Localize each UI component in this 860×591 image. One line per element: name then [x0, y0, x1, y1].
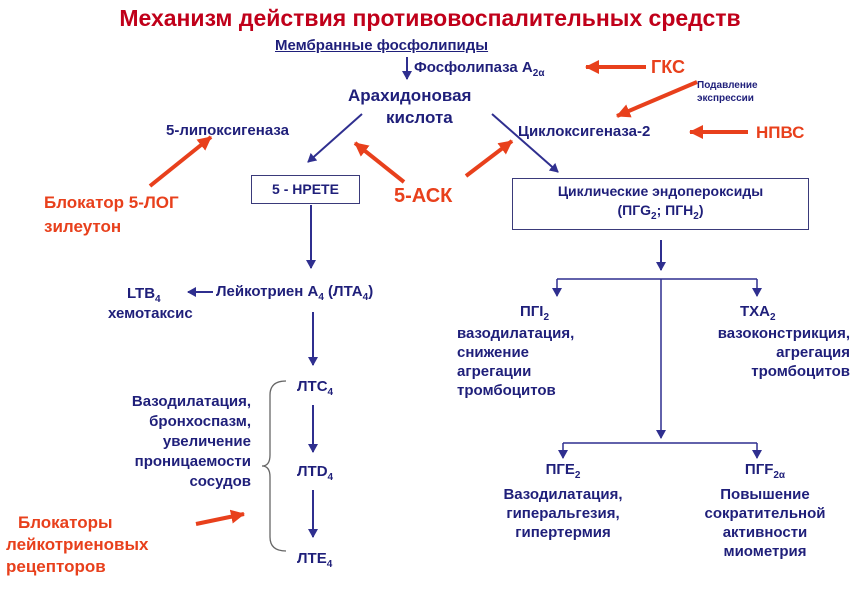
endoperoxides-line1: Циклические эндопероксиды	[557, 183, 764, 200]
txa2-effects: вазоконстрикция, агрегация тромбоцитов	[718, 324, 850, 381]
lt-effect-5: сосудов	[189, 473, 251, 490]
endoperoxides-pgh: ; ПГH	[656, 202, 694, 219]
page-title: Механизм действия противовоспалительных …	[119, 5, 741, 31]
endoperoxides-pgg: (ПГG	[617, 202, 652, 219]
ltb4-label: LTB4	[127, 285, 161, 309]
pgi2-effects: вазодилатация, снижение агрегации тромбо…	[457, 324, 574, 400]
blockers-lt-line3: рецепторов	[6, 557, 106, 576]
pgf2a-text: ПГF	[744, 461, 774, 478]
ltb4-text: LTB	[127, 285, 156, 302]
pge2-block: ПГЕ2 Вазодилатация, гиперальгезия, гипер…	[463, 460, 663, 542]
brace	[261, 380, 287, 552]
lt-effect-1: Вазодилатация,	[131, 393, 251, 410]
lta4-abbr: (ЛТА	[323, 283, 363, 300]
pge2-sub: 2	[574, 470, 581, 481]
lta4-sub2: 4	[362, 292, 369, 303]
pgi2-effect-1: вазодилатация,	[457, 325, 575, 342]
pge2-effect-2: гиперальгезия,	[506, 505, 620, 522]
ltc4-label: ЛТС4	[297, 378, 333, 402]
phospholipase-a2: Фосфолипаза А2α	[414, 59, 544, 83]
txa2-label: ТХА2	[740, 303, 776, 327]
blockers-lt: Блокаторы лейкотриеновых рецепторов	[6, 512, 148, 578]
suppression-label-1: Подавление	[697, 80, 758, 91]
lt-effect-2: бронхоспазм,	[149, 413, 251, 430]
lt-effect-3: увеличение	[162, 433, 251, 450]
endoperoxides-box: Циклические эндопероксиды (ПГG2; ПГH2)	[512, 178, 809, 230]
pgf2a-block: ПГF2α Повышение сократительной активност…	[677, 460, 853, 561]
ltd4-text: ЛТD	[297, 463, 328, 480]
lt-effect-4: проницаемости	[134, 453, 251, 470]
arrow-asa-to-cox2	[464, 139, 514, 178]
lta4-text: Лейкотриен А	[216, 283, 319, 300]
suppression-label-2: экспрессии	[697, 93, 754, 104]
asa-label: 5-АСК	[394, 185, 453, 207]
ltd4-label: ЛТD4	[297, 463, 333, 487]
endoperoxides-pgh-sub: 2	[693, 210, 699, 222]
gks-label: ГКС	[651, 57, 685, 77]
blocker-5log-line1: Блокатор 5-ЛОГ	[44, 193, 179, 212]
endoperoxides-pgg-sub: 2	[651, 210, 657, 222]
ltb4-sub: 4	[155, 294, 161, 305]
membrane-phospholipids: Мембранные фосфолипиды	[275, 37, 489, 54]
pgf2a-effect-1: Повышение	[720, 486, 810, 503]
lte4-text: ЛТЕ	[297, 550, 327, 567]
lta4-label: Лейкотриен А4 (ЛТА4)	[216, 283, 373, 307]
blocker-5log-line2: зилеутон	[44, 217, 122, 236]
pge2-text: ПГЕ	[545, 461, 575, 478]
ltd4-sub: 4	[327, 472, 334, 483]
pgi2-text: ПГI	[520, 303, 544, 320]
lt-effects: Вазодилатация, бронхоспазм, увеличение п…	[132, 392, 251, 492]
lte4-sub: 4	[326, 559, 333, 570]
pgf2a-effect-2: сократительной	[704, 505, 826, 522]
phospholipase-label: Фосфолипаза А	[414, 59, 533, 76]
arrow-aa-to-hpete	[307, 113, 363, 163]
blockers-lt-line2: лейкотриеновых	[6, 535, 149, 554]
lte4-label: ЛТЕ4	[297, 550, 332, 574]
pge2-effect-1: Вазодилатация,	[503, 486, 623, 503]
hpete-box: 5 - HPETE	[251, 175, 360, 204]
pgf2a-effect-4: миометрия	[723, 543, 807, 560]
lta4-close: )	[368, 283, 374, 300]
pgf2a-label: ПГF2α	[677, 460, 853, 485]
txa2-effect-1: вазоконстрикция,	[717, 325, 850, 342]
ltc4-sub: 4	[327, 387, 334, 398]
arrow-blockers-lt	[195, 509, 245, 526]
txa2-text: ТХА	[740, 303, 770, 320]
lipoxygenase-label: 5-липоксигеназа	[166, 122, 289, 139]
arrow-aa-to-endoperoxides	[491, 113, 559, 173]
arachidonic-acid-line2: кислота	[386, 108, 453, 127]
ltc4-text: ЛТС	[297, 378, 328, 395]
nsaid-label: НПВС	[756, 123, 805, 142]
blockers-lt-line1: Блокаторы	[18, 513, 113, 532]
arachidonic-acid-line1: Арахидоновая	[348, 86, 472, 105]
pgi2-sub: 2	[543, 312, 550, 323]
hpete-label: 5 - HPETE	[272, 181, 339, 197]
pge2-label: ПГЕ2	[463, 460, 663, 485]
pgi2-label: ПГI2	[520, 303, 549, 327]
txa2-effect-3: тромбоцитов	[751, 363, 850, 380]
txa2-effect-2: агрегация	[776, 344, 850, 361]
txa2-sub: 2	[770, 312, 776, 323]
pgi2-effect-3: агрегации	[457, 363, 532, 380]
arrow-gks-to-cox2	[616, 80, 698, 118]
endoperoxides-close: )	[698, 202, 704, 219]
pgf2a-effect-3: активности	[722, 524, 808, 541]
pge2-effect-3: гипертермия	[515, 524, 611, 541]
cox2-label: Циклоксигеназа-2	[518, 123, 651, 140]
chemotaxis-label: хемотаксис	[108, 305, 193, 322]
pgf2a-sub: 2α	[773, 470, 786, 481]
phospholipase-subscript: 2α	[532, 68, 545, 79]
pgi2-effect-2: снижение	[457, 344, 530, 361]
arrow-asa-to-aa	[353, 141, 406, 184]
lta4-sub1: 4	[318, 292, 324, 303]
arrow-blocker5log-to-lipoxygenase	[148, 135, 213, 188]
pgi2-effect-4: тромбоцитов	[457, 382, 556, 399]
endoperoxides-line2: (ПГG2; ПГH2)	[617, 201, 703, 226]
